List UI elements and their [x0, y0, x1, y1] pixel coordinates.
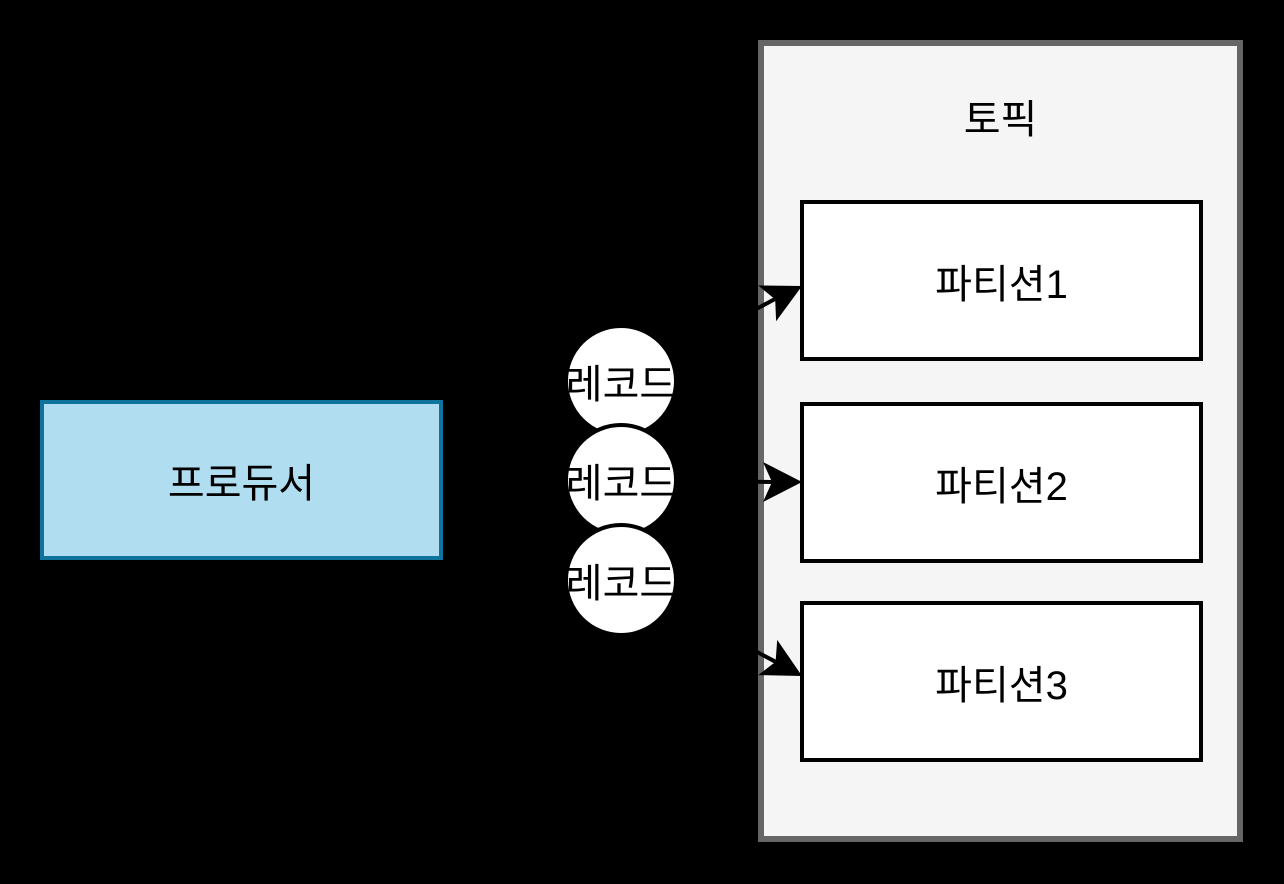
record-circle-1: 레코드: [564, 324, 678, 438]
record-label-1: 레코드: [565, 363, 677, 407]
producer-label: 프로듀서: [167, 462, 316, 506]
partition-label-3: 파티션3: [935, 663, 1068, 708]
record-label-2: 레코드: [565, 462, 677, 506]
record-circle-3: 레코드: [564, 523, 678, 637]
partition-box-2: 파티션2: [800, 402, 1203, 563]
partition-label-2: 파티션2: [935, 464, 1068, 509]
record-circle-2: 레코드: [564, 423, 678, 537]
record-label-3: 레코드: [565, 562, 677, 606]
topic-title: 토픽: [963, 98, 1038, 142]
partition-box-1: 파티션1: [800, 200, 1203, 361]
partition-box-3: 파티션3: [800, 601, 1203, 762]
producer-box: 프로듀서: [40, 400, 443, 560]
partition-label-1: 파티션1: [935, 262, 1068, 307]
